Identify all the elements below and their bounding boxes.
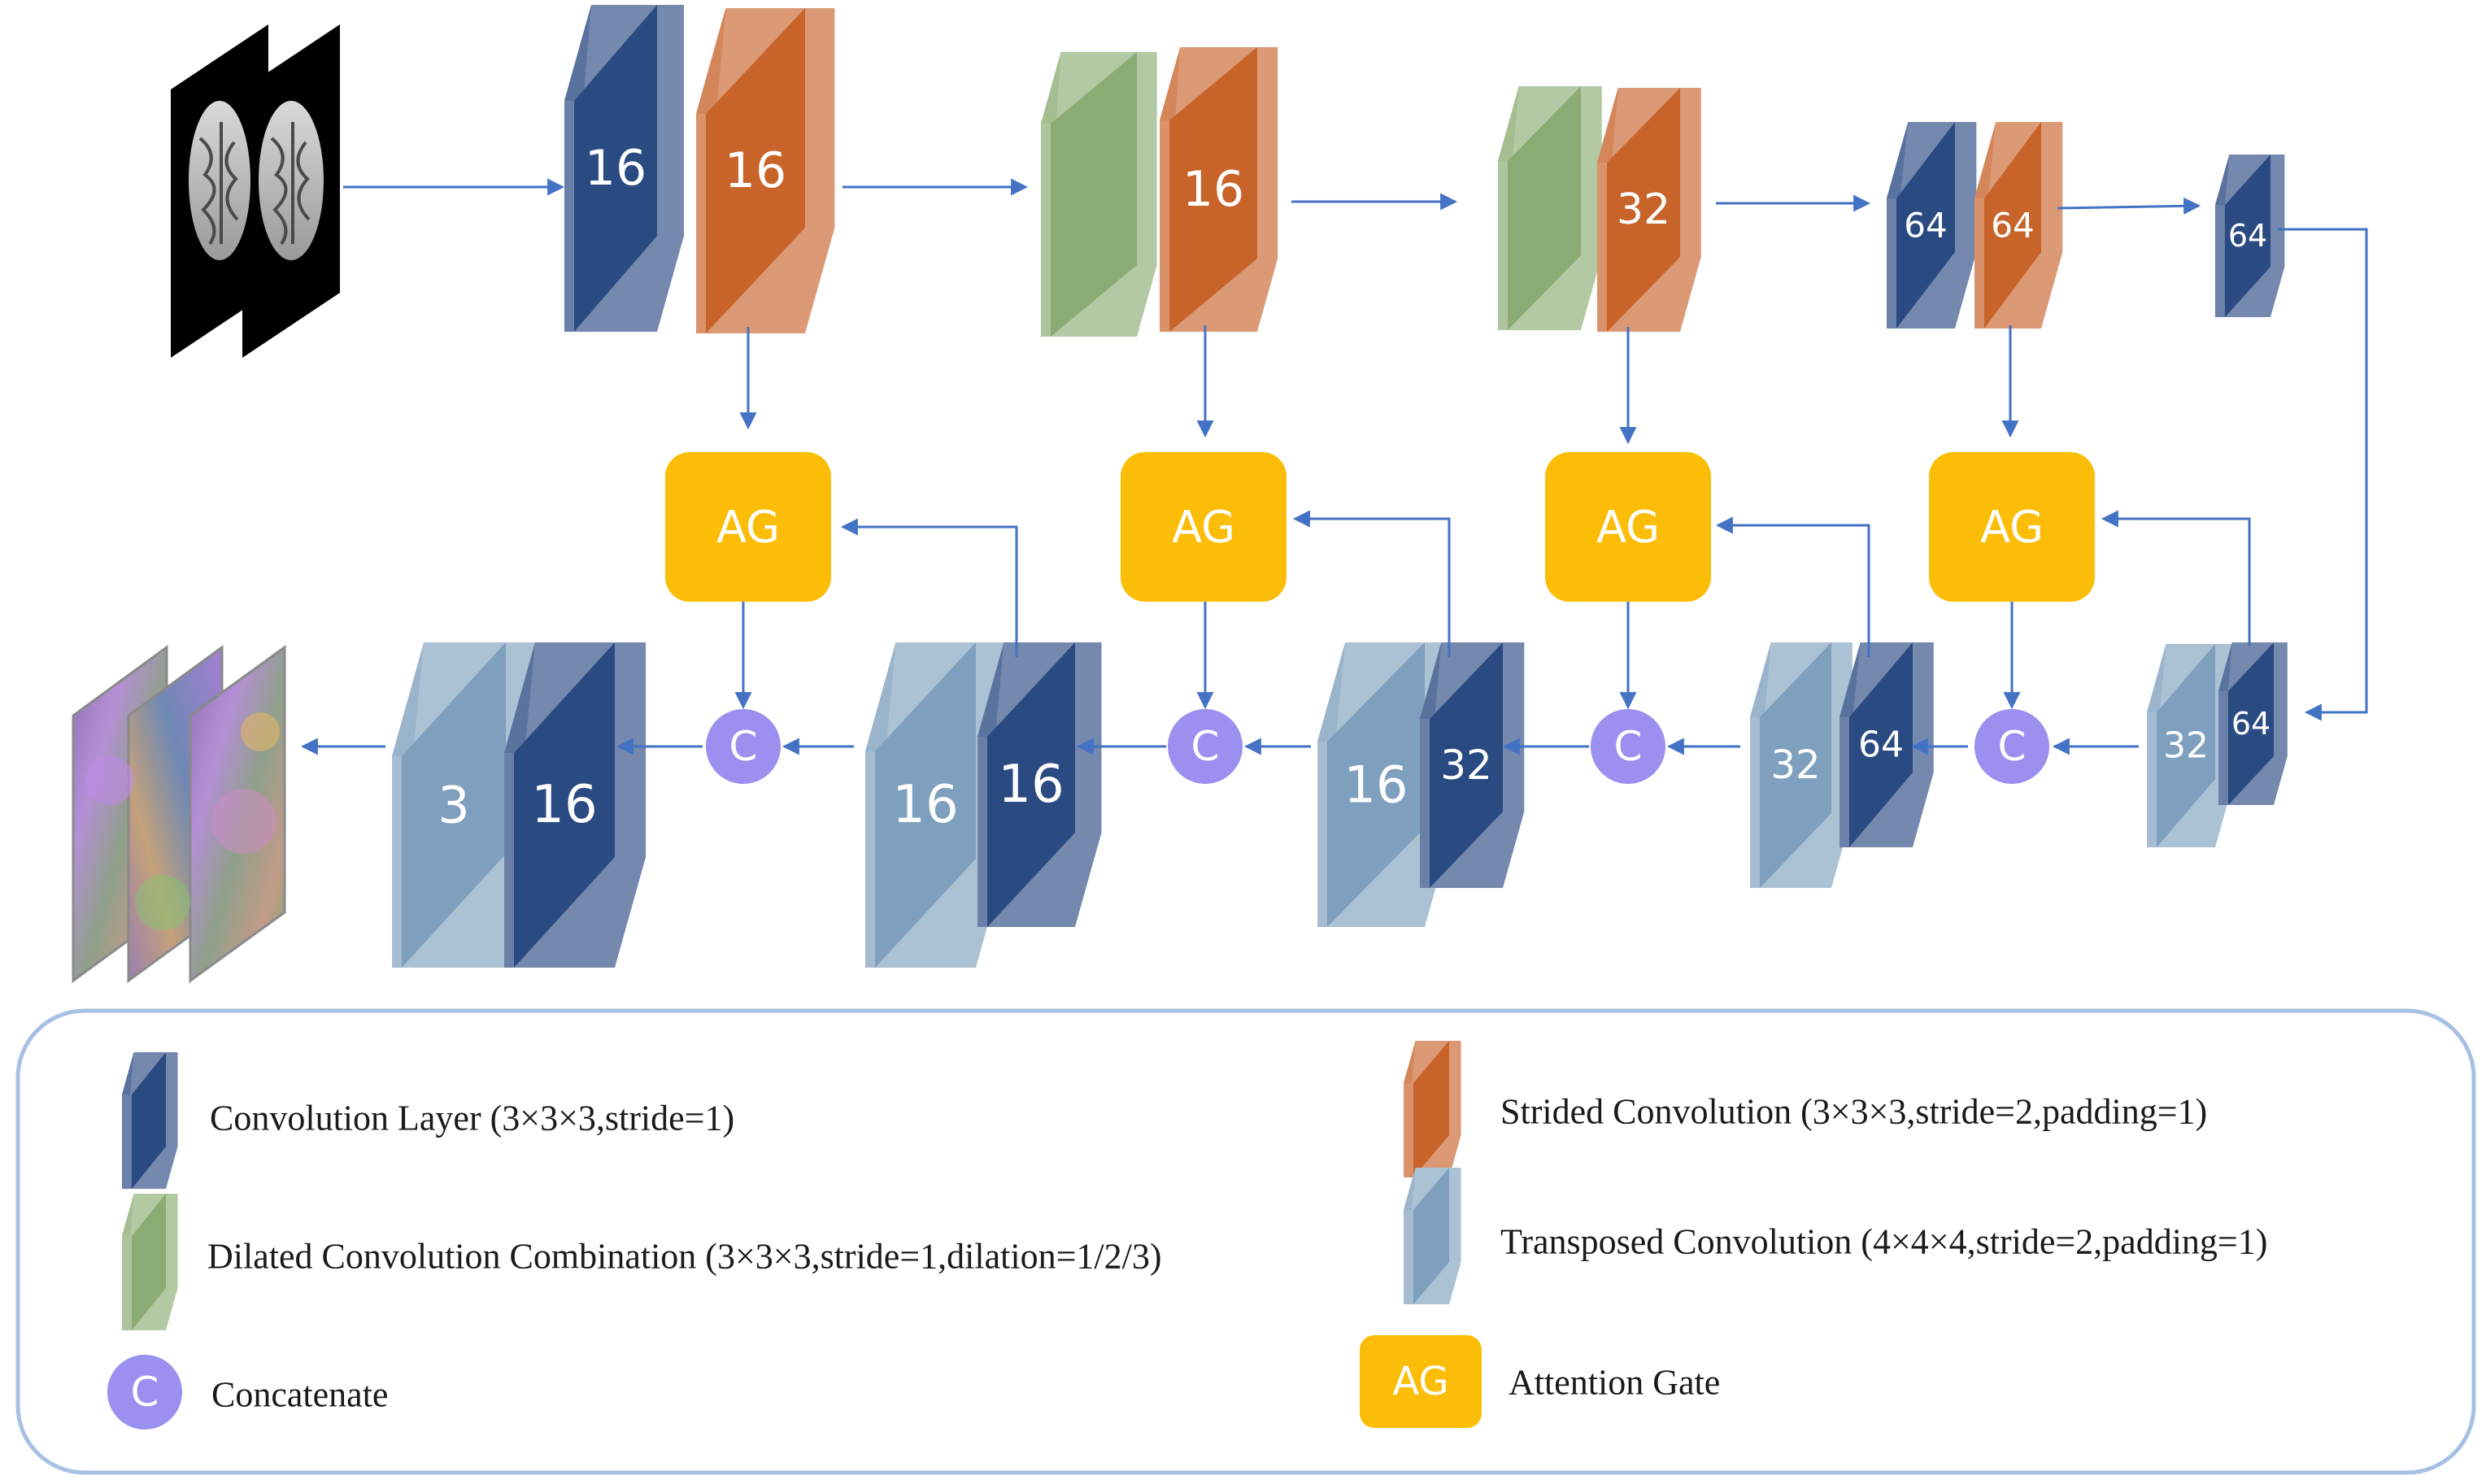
legend-strided-label: Strided Convolution (3×3×3,stride=2,padd…: [1500, 1092, 2207, 1132]
enc4-conv-label: 64: [1904, 206, 1947, 246]
brain-slice-icon-2: [259, 101, 324, 260]
bottleneck-conv-label: 64: [2228, 218, 2267, 254]
legend-ag-label: Attention Gate: [1509, 1363, 1720, 1403]
dec4-transposed-label: 32: [2163, 725, 2209, 767]
dec3-transposed-label: 32: [1770, 742, 1820, 788]
concat-1-label: C: [729, 723, 758, 770]
enc4-conv: 64: [1887, 122, 1977, 329]
legend-dilated-label: Dilated Convolution Combination (3×3×3,s…: [207, 1237, 1162, 1277]
dec3-conv-label: 64: [1858, 725, 1904, 766]
arrow-gate-signal-1: [840, 518, 1018, 657]
attention-gate-2: AG: [1121, 452, 1287, 602]
legend-conv-icon: [122, 1052, 178, 1189]
out-conv-label: 16: [531, 775, 597, 835]
dec2-conv: 32: [1420, 642, 1525, 888]
legend-transposed-icon: [1404, 1168, 1461, 1304]
attention-gate-3-label: AG: [1596, 502, 1660, 553]
concat-2-label: C: [1191, 723, 1220, 770]
legend-concat-icon-label: C: [131, 1369, 159, 1416]
concat-4-label: C: [1998, 723, 2027, 770]
dec2-transposed: 16: [1317, 642, 1453, 927]
brain-slice-icon-1: [189, 101, 250, 260]
arrow-enc4-bottleneck: [2057, 197, 2201, 215]
out-transposed-label: 3: [438, 776, 469, 835]
legend-dilated-icon: [122, 1194, 178, 1330]
out-conv: 16: [504, 642, 647, 968]
attention-gate-1-label: AG: [716, 502, 780, 553]
dec1-transposed-label: 16: [892, 775, 958, 835]
dec3-conv: 64: [1839, 642, 1934, 847]
dec1-conv: 16: [977, 642, 1102, 927]
enc4-strided: 64: [1974, 122, 2063, 329]
arrow-gate-signal-3: [1715, 516, 1870, 657]
concat-1: C: [706, 709, 781, 784]
dec4-conv-label: 64: [2231, 706, 2270, 742]
arrow-gate-signal-2: [1292, 510, 1451, 657]
dec4-conv: 64: [2218, 642, 2288, 805]
dec4-transposed: 32: [2147, 644, 2235, 847]
legend-strided-icon: [1404, 1041, 1461, 1177]
concat-2: C: [1168, 709, 1243, 784]
enc4-strided-label: 64: [1991, 206, 2034, 246]
enc3-dilated: [1498, 86, 1602, 330]
concat-3-label: C: [1614, 723, 1643, 770]
enc1-conv-label: 16: [585, 140, 647, 197]
legend-concat-icon: C: [107, 1355, 182, 1430]
enc2-strided-label: 16: [1182, 161, 1244, 218]
dec1-transposed: 16: [865, 642, 1007, 968]
concat-4: C: [1974, 709, 2049, 784]
legend-transposed-label: Transposed Convolution (4×4×4,stride=2,p…: [1500, 1222, 2267, 1262]
bottleneck-conv: 64: [2215, 154, 2285, 317]
dec3-transposed: 32: [1750, 642, 1853, 888]
arrow-bottleneck-dec4: [2277, 228, 2368, 721]
legend-box: [15, 1008, 2476, 1475]
dec1-conv-label: 16: [998, 755, 1064, 815]
legend-ag-icon: AG: [1360, 1335, 1482, 1428]
arrow-gate-signal-4: [2101, 510, 2251, 646]
enc1-conv: 16: [564, 5, 685, 332]
enc3-strided-label: 32: [1617, 185, 1670, 234]
attention-gate-3: AG: [1545, 452, 1711, 602]
enc3-strided: 32: [1597, 88, 1701, 332]
attention-gate-4: AG: [1929, 452, 2095, 602]
enc1-strided: 16: [696, 8, 835, 333]
attention-gate-2-label: AG: [1172, 502, 1235, 553]
concat-3: C: [1591, 709, 1665, 784]
enc2-dilated: [1041, 52, 1157, 337]
enc1-strided-label: 16: [725, 142, 786, 199]
output-deformation-field: [72, 645, 286, 983]
enc2-strided: 16: [1160, 47, 1278, 332]
out-transposed: 3: [392, 642, 538, 968]
dec2-transposed-label: 16: [1344, 755, 1408, 815]
legend-conv-label: Convolution Layer (3×3×3,stride=1): [210, 1099, 734, 1138]
attention-gate-1: AG: [665, 452, 831, 602]
input-mri-image: [171, 24, 340, 358]
legend-concat-label: Concatenate: [211, 1375, 388, 1415]
legend-ag-icon-label: AG: [1392, 1359, 1448, 1404]
attention-gate-4-label: AG: [1980, 502, 2044, 553]
dec2-conv-label: 32: [1440, 742, 1492, 789]
